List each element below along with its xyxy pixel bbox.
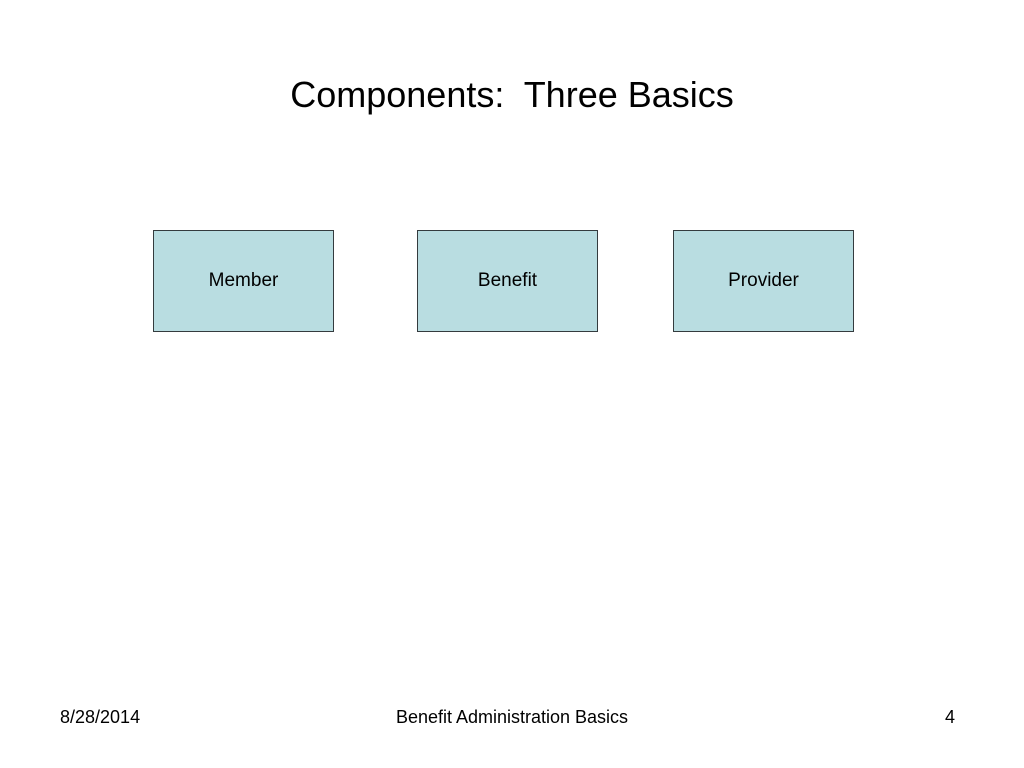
footer-page-number: 4	[944, 707, 955, 727]
concept-box-benefit[interactable]: Benefit	[417, 230, 598, 332]
concept-box-label: Provider	[728, 270, 799, 291]
concept-box-member[interactable]: Member	[153, 230, 334, 332]
footer-title: Benefit Administration Basics	[395, 707, 629, 727]
concept-box-label: Benefit	[477, 270, 538, 291]
page-title: Components: Three Basics	[290, 74, 734, 115]
footer-date: 8/28/2014	[60, 707, 141, 727]
concept-box-label: Member	[208, 270, 279, 291]
slide-footer: 8/28/2014 Benefit Administration Basics …	[0, 704, 1024, 734]
three-basics-diagram: Member Benefit Provider	[0, 230, 1024, 334]
concept-box-provider[interactable]: Provider	[673, 230, 854, 332]
